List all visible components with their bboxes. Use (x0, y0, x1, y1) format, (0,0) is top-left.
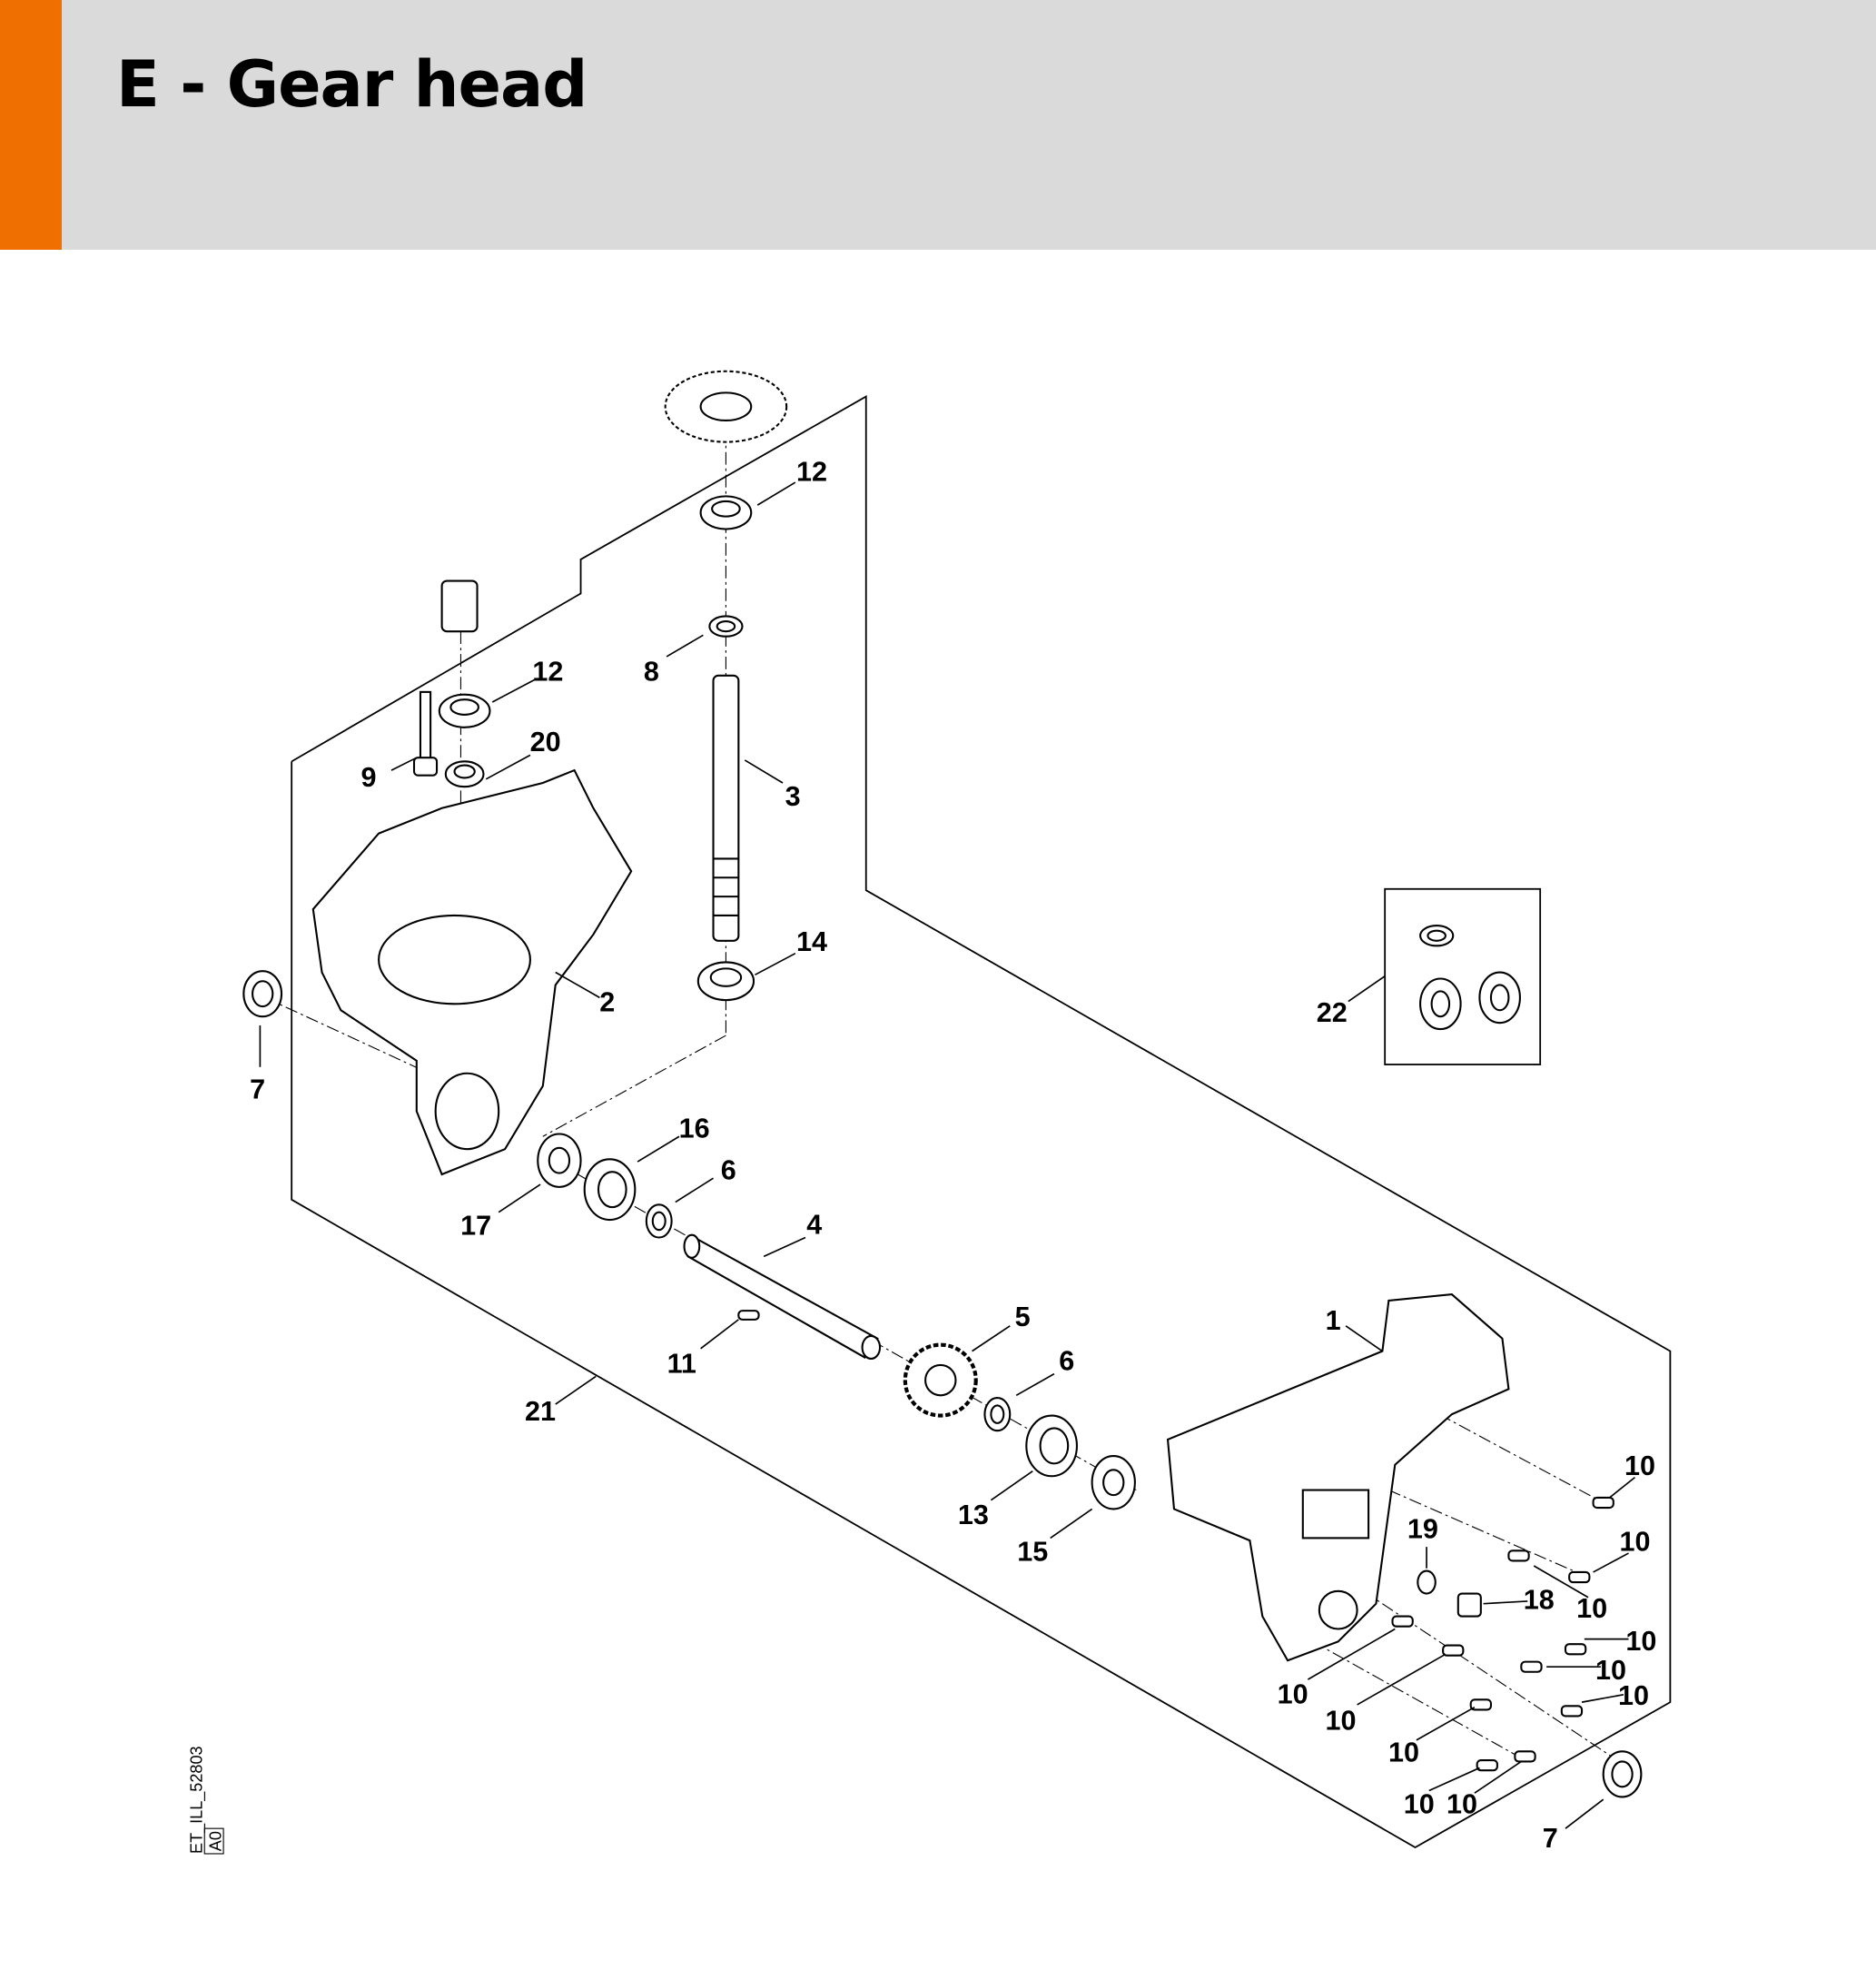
callout-number: 13 (958, 1500, 989, 1530)
callout-number: 10 (1404, 1788, 1435, 1819)
callout-leader-line (675, 1177, 714, 1203)
callout-leader-line (637, 1135, 680, 1163)
callout-number: 10 (1625, 1626, 1656, 1657)
callout-leader-line (1050, 1508, 1093, 1539)
page-header: E - Gear head (0, 0, 1876, 250)
callout-number: 6 (721, 1155, 736, 1186)
callout-leader-line (700, 1319, 739, 1350)
callout-leader-line (390, 757, 418, 771)
callout-leader-line (555, 1375, 597, 1405)
callout-number: 12 (532, 656, 563, 687)
callout-number: 6 (1059, 1345, 1074, 1376)
callout-leader-line (1348, 975, 1386, 1003)
kit-box (1384, 887, 1542, 1065)
callout-number: 10 (1619, 1526, 1650, 1557)
illustration-id: ET_ILL_52803 (187, 1746, 206, 1854)
callout-number: 14 (796, 926, 827, 957)
callout-leader-line (1483, 1600, 1528, 1605)
callout-number: 15 (1017, 1536, 1048, 1567)
callout-number: 10 (1624, 1450, 1655, 1481)
kit-parts (1419, 925, 1521, 1031)
callout-number: 21 (525, 1396, 556, 1427)
callout-number: 10 (1618, 1680, 1649, 1711)
callout-number: 16 (679, 1114, 710, 1144)
callout-number: 10 (1446, 1788, 1477, 1819)
callout-number: 9 (360, 762, 376, 793)
callout-number: 11 (667, 1348, 696, 1379)
callout-leader-line (1474, 1760, 1522, 1794)
page-title: E - Gear head (116, 47, 587, 122)
callout-number: 10 (1278, 1679, 1308, 1710)
callout-number: 1 (1326, 1305, 1341, 1336)
callout-leader-line (990, 1470, 1033, 1501)
callout-leader-line (1416, 1706, 1476, 1741)
callout-number: 2 (599, 987, 615, 1018)
callout-leader-line (498, 1183, 541, 1213)
callout-number: 10 (1595, 1655, 1626, 1686)
callout-number: 12 (796, 457, 827, 488)
callout-number: 20 (530, 727, 561, 757)
callout-leader-line (491, 678, 536, 703)
callout-number: 5 (1015, 1302, 1031, 1332)
callout-number: 10 (1388, 1737, 1419, 1767)
illustration-reference: ET_ILL_52803 A0 (187, 1746, 224, 1855)
callout-leader-line (1533, 1565, 1589, 1599)
callout-leader-line (756, 481, 796, 506)
callout-number: 8 (644, 656, 659, 687)
callout-leader-line (1565, 1798, 1604, 1829)
callout-leader-line (763, 1236, 806, 1258)
callout-number: 7 (250, 1074, 265, 1105)
callout-leader-line (744, 759, 784, 784)
callout-number: 7 (1543, 1823, 1558, 1854)
callout-leader-line (972, 1325, 1011, 1352)
callout-leader-line (1357, 1653, 1446, 1706)
assembly-outline (291, 394, 1672, 1849)
callout-leader-line (1307, 1628, 1396, 1680)
callout-number: 19 (1407, 1513, 1438, 1544)
callout-number: 10 (1576, 1593, 1607, 1624)
callout-number: 18 (1524, 1584, 1555, 1615)
callout-leader-line (1581, 1693, 1624, 1703)
callout-leader-line (1609, 1477, 1635, 1499)
callout-number: 17 (460, 1211, 491, 1242)
callout-leader-line (1015, 1372, 1055, 1397)
callout-number: 10 (1325, 1706, 1356, 1737)
callout-number: 4 (806, 1209, 822, 1240)
callout-leader-line (485, 754, 531, 780)
callout-leader-line (1428, 1767, 1480, 1792)
accent-bar (0, 0, 62, 250)
callout-leader-line (555, 971, 600, 999)
parts (242, 370, 1643, 1798)
callout-leader-line (1593, 1552, 1629, 1573)
callout-leader-line (755, 952, 796, 976)
revision-label: A0 (206, 1831, 224, 1851)
callout-number: 3 (785, 781, 801, 812)
callout-number: 22 (1317, 997, 1348, 1028)
callout-leader-line (666, 634, 704, 658)
callout-leader-line (1345, 1325, 1383, 1352)
